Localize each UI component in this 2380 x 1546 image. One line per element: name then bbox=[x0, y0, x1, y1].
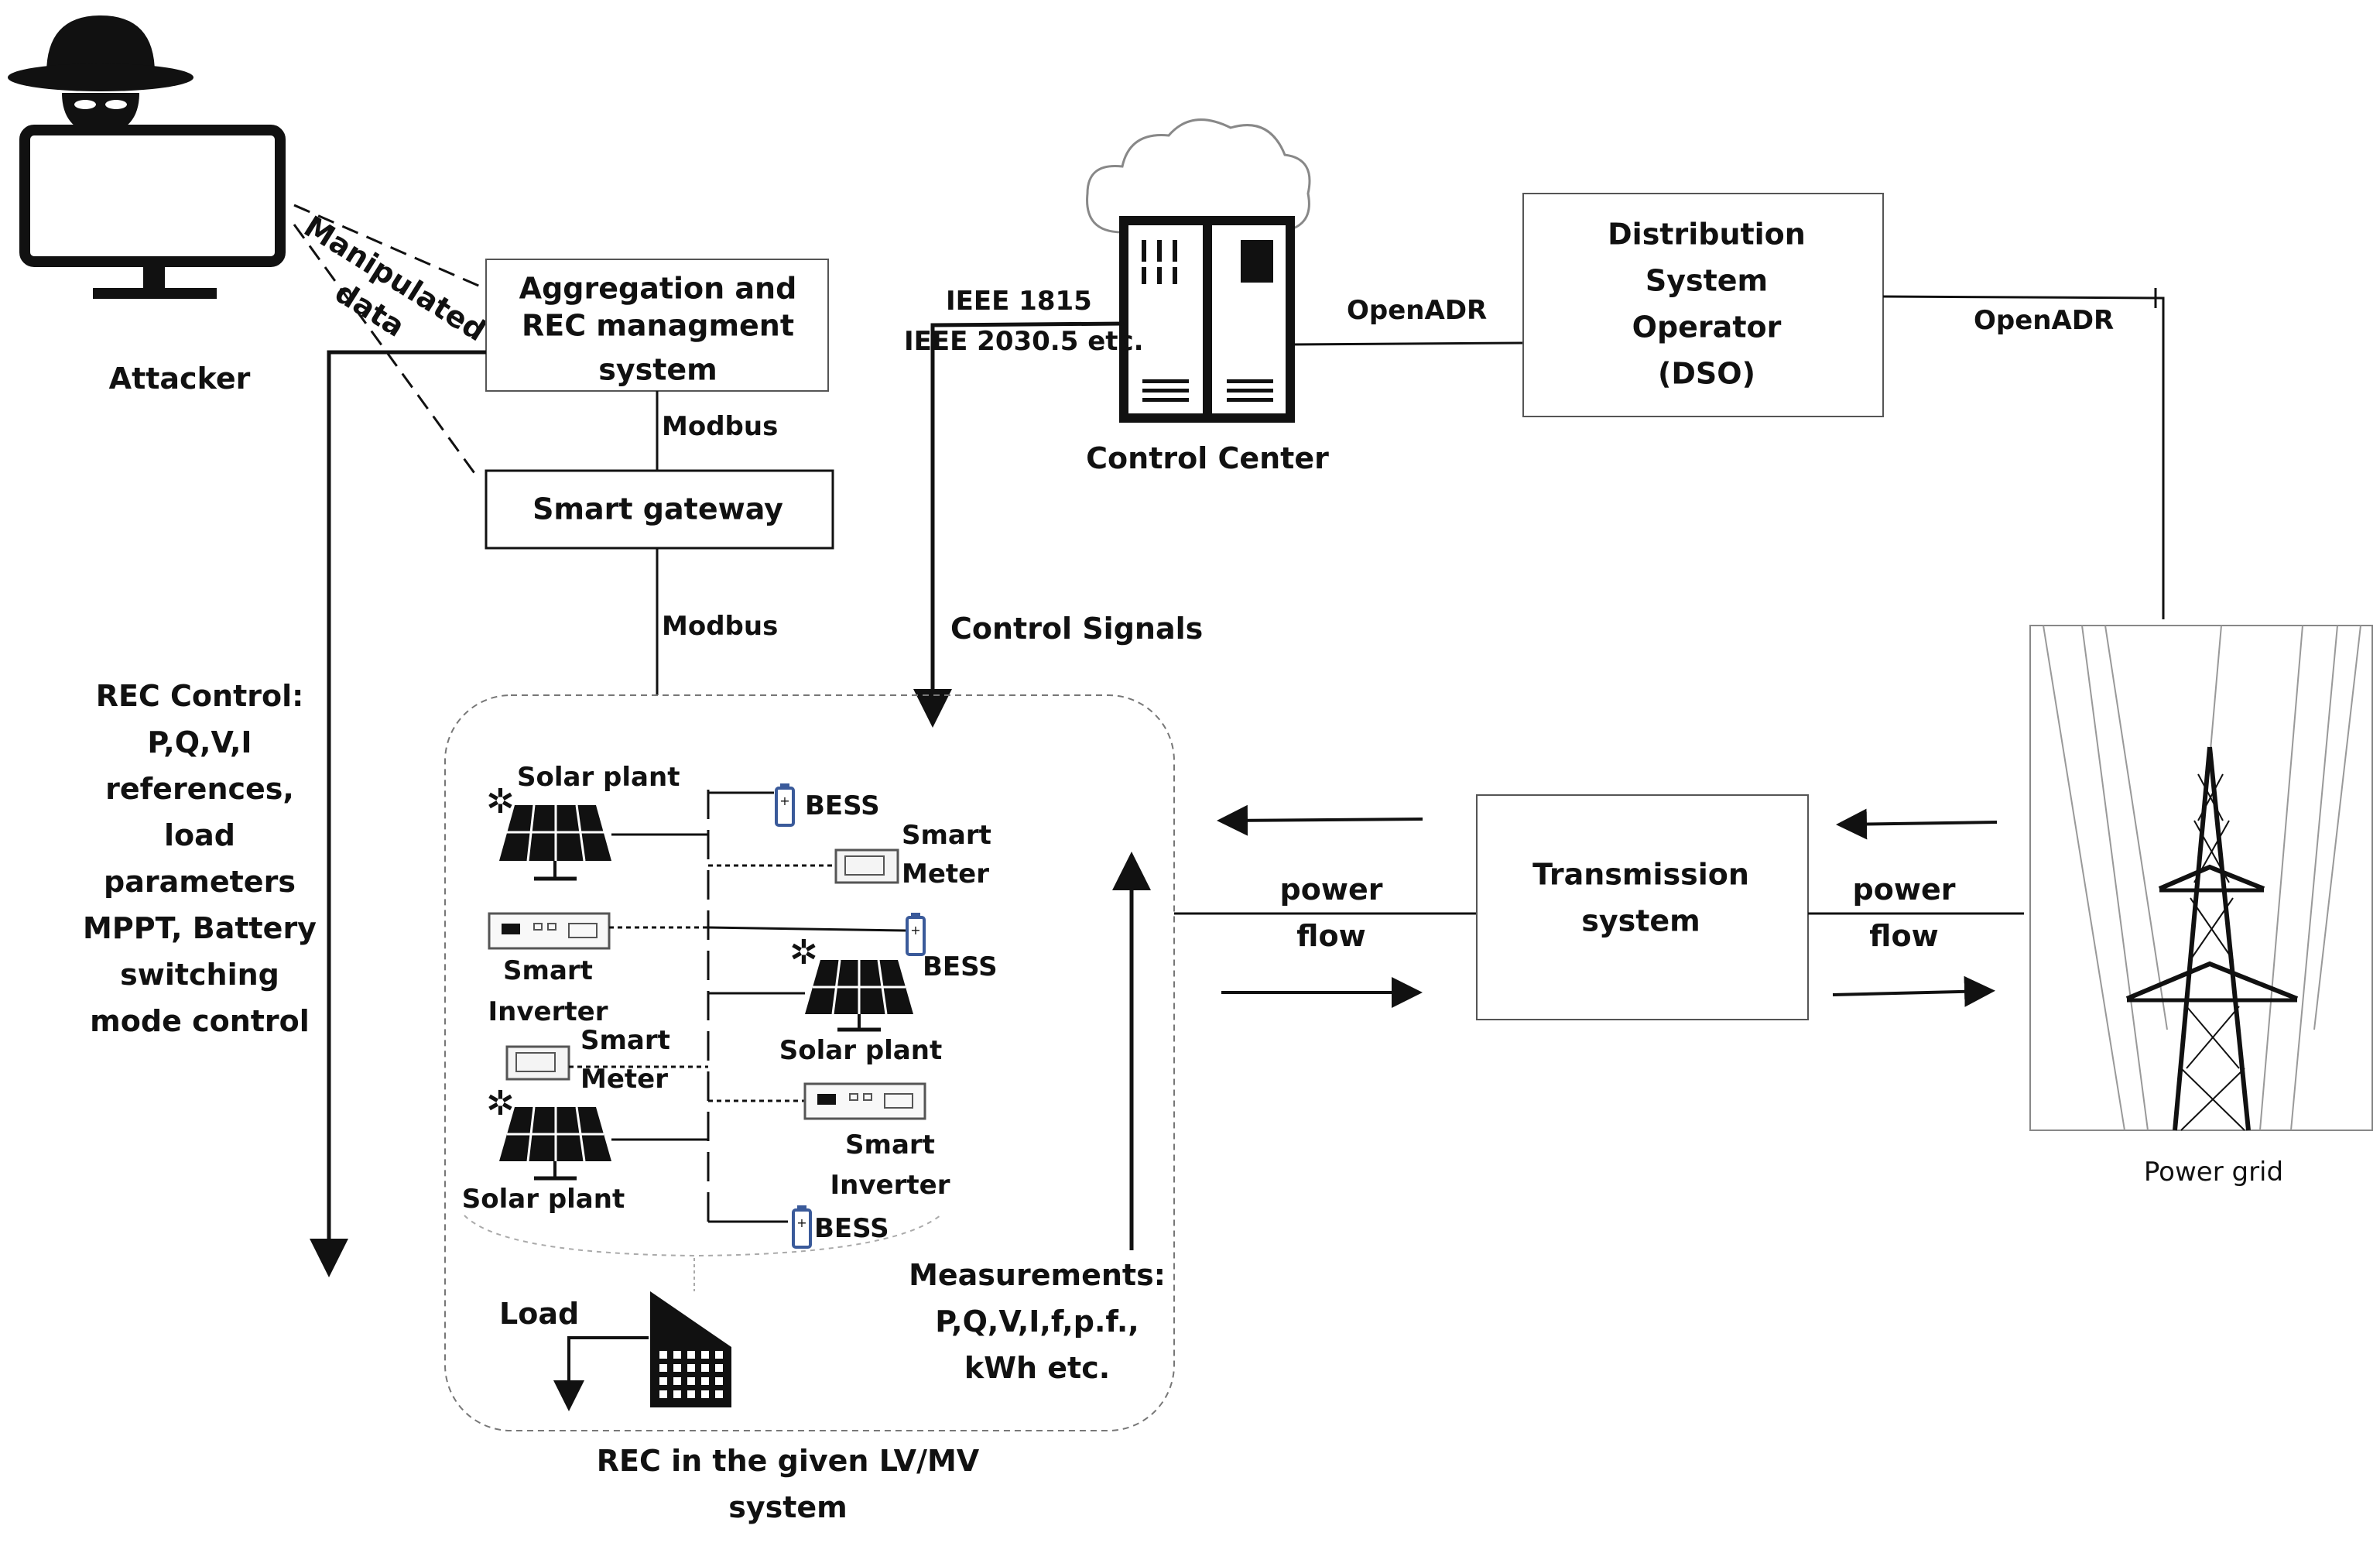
svg-text:✲: ✲ bbox=[789, 933, 818, 972]
power-flow-arrow-left-1 bbox=[1217, 804, 1423, 836]
smart-inverter-icon-1 bbox=[488, 912, 611, 950]
svg-text:✲: ✲ bbox=[486, 1084, 515, 1123]
solar-plant-label-1: Solar plant bbox=[517, 762, 680, 793]
svg-text:+: + bbox=[910, 923, 920, 938]
smart-meter-label-2b: Meter bbox=[580, 1064, 668, 1095]
rec-caption-line-2: system bbox=[728, 1490, 848, 1524]
solar-plant-icon-1: ✲ bbox=[486, 782, 611, 881]
rec-control-line-4: load bbox=[164, 818, 235, 852]
ieee-2030-label: IEEE 2030.5 etc. bbox=[904, 326, 1144, 357]
aggregation-line-1: Aggregation and bbox=[519, 272, 797, 306]
rec-caption-line-1: REC in the given LV/MV bbox=[597, 1444, 980, 1478]
dso-box bbox=[1522, 193, 1884, 417]
smart-meter-icon-2 bbox=[505, 1045, 570, 1081]
dso-line-4: (DSO) bbox=[1658, 357, 1755, 391]
server-icon bbox=[1119, 216, 1295, 423]
power-flow-label-2b: flow bbox=[1869, 919, 1938, 953]
control-center-label: Control Center bbox=[1086, 441, 1329, 475]
modbus-label-1: Modbus bbox=[662, 411, 778, 442]
svg-text:✲: ✲ bbox=[486, 782, 515, 821]
rec-control-line-5: parameters bbox=[104, 865, 296, 899]
rec-control-text: REC Control: P,Q,V,I references, load pa… bbox=[83, 679, 317, 1038]
bess-label-1: BESS bbox=[805, 790, 880, 821]
bess-label-3: BESS bbox=[814, 1213, 889, 1244]
measurements-line-3: kWh etc. bbox=[964, 1351, 1110, 1385]
cloud-icon bbox=[1086, 118, 1311, 234]
smart-meter-icon-1 bbox=[834, 848, 899, 884]
solar-plant-label-2: Solar plant bbox=[779, 1035, 942, 1066]
aggregation-line-2: REC managment bbox=[522, 309, 794, 343]
power-flow-label-2a: power bbox=[1853, 872, 1956, 907]
power-flow-label-1a: power bbox=[1280, 872, 1383, 907]
rec-control-line-7: switching bbox=[120, 958, 279, 992]
rec-control-line-1: REC Control: bbox=[96, 679, 304, 713]
attacker-icon bbox=[8, 15, 286, 299]
smart-inverter-label-2b: Inverter bbox=[830, 1170, 950, 1201]
smart-gateway-label: Smart gateway bbox=[533, 492, 783, 526]
power-flow-arrow-left-2 bbox=[1836, 808, 1998, 840]
power-flow-arrow-right-2 bbox=[1832, 975, 1995, 1007]
openadr-label-2: OpenADR bbox=[1974, 305, 2114, 336]
smart-gateway-box bbox=[485, 469, 834, 550]
transmission-tower-icon bbox=[2125, 746, 2299, 1131]
rec-control-line-6: MPPT, Battery bbox=[83, 911, 317, 945]
rec-control-line-3: references, bbox=[105, 772, 294, 806]
dso-line-1: Distribution bbox=[1608, 218, 1806, 252]
smart-inverter-icon-2 bbox=[803, 1082, 926, 1120]
solar-plant-icon-2: ✲ bbox=[789, 933, 913, 1032]
power-grid-label: Power grid bbox=[2144, 1157, 2283, 1188]
power-grid-frame bbox=[2029, 625, 2373, 1131]
solar-plant-icon-3: ✲ bbox=[486, 1084, 611, 1181]
smart-meter-label-1a: Smart bbox=[902, 820, 991, 851]
power-line-cables bbox=[2043, 625, 2361, 1131]
aggregation-line-3: system bbox=[598, 353, 717, 387]
smart-inverter-label-1a: Smart bbox=[503, 955, 593, 986]
measurements-line-2: P,Q,V,I,f,p.f., bbox=[935, 1304, 1139, 1339]
dso-line-3: Operator bbox=[1632, 310, 1782, 345]
smart-meter-label-1b: Meter bbox=[902, 859, 989, 890]
load-arrow bbox=[553, 1336, 649, 1411]
battery-icon-1: + bbox=[775, 783, 795, 827]
openadr-label-1: OpenADR bbox=[1347, 295, 1487, 326]
building-icon bbox=[650, 1291, 731, 1407]
transmission-box bbox=[1476, 794, 1809, 1020]
bess-label-2: BESS bbox=[923, 951, 998, 982]
attacker-label: Attacker bbox=[109, 362, 251, 396]
svg-text:+: + bbox=[796, 1215, 806, 1230]
smart-inverter-label-2a: Smart bbox=[845, 1130, 935, 1160]
transmission-line-1: Transmission bbox=[1532, 858, 1749, 892]
attack-line-aggregation bbox=[293, 204, 490, 292]
smart-inverter-label-1b: Inverter bbox=[488, 996, 608, 1027]
smart-meter-label-2a: Smart bbox=[580, 1025, 670, 1056]
rec-boundary bbox=[444, 694, 1175, 1431]
dso-line-2: System bbox=[1645, 264, 1768, 298]
transmission-line-2: system bbox=[1581, 904, 1700, 938]
modbus-label-2: Modbus bbox=[662, 611, 778, 642]
control-signals-arrow bbox=[913, 321, 1125, 728]
openadr-link-2 bbox=[1882, 295, 2165, 619]
power-flow-label-1b: flow bbox=[1296, 919, 1365, 953]
battery-icon-3: + bbox=[792, 1205, 812, 1249]
control-signals-label: Control Signals bbox=[950, 612, 1203, 646]
rec-control-arrow bbox=[310, 350, 486, 1277]
svg-text:+: + bbox=[779, 794, 789, 808]
battery-icon-2: + bbox=[906, 913, 926, 956]
solar-plant-label-3: Solar plant bbox=[462, 1184, 625, 1215]
rec-control-line-8: mode control bbox=[90, 1004, 310, 1038]
measurements-line-1: Measurements: bbox=[909, 1258, 1166, 1292]
load-label: Load bbox=[499, 1297, 579, 1331]
openadr-link-1 bbox=[1289, 341, 1524, 346]
rec-control-line-2: P,Q,V,I bbox=[147, 725, 252, 759]
ieee-1815-label: IEEE 1815 bbox=[946, 286, 1092, 317]
